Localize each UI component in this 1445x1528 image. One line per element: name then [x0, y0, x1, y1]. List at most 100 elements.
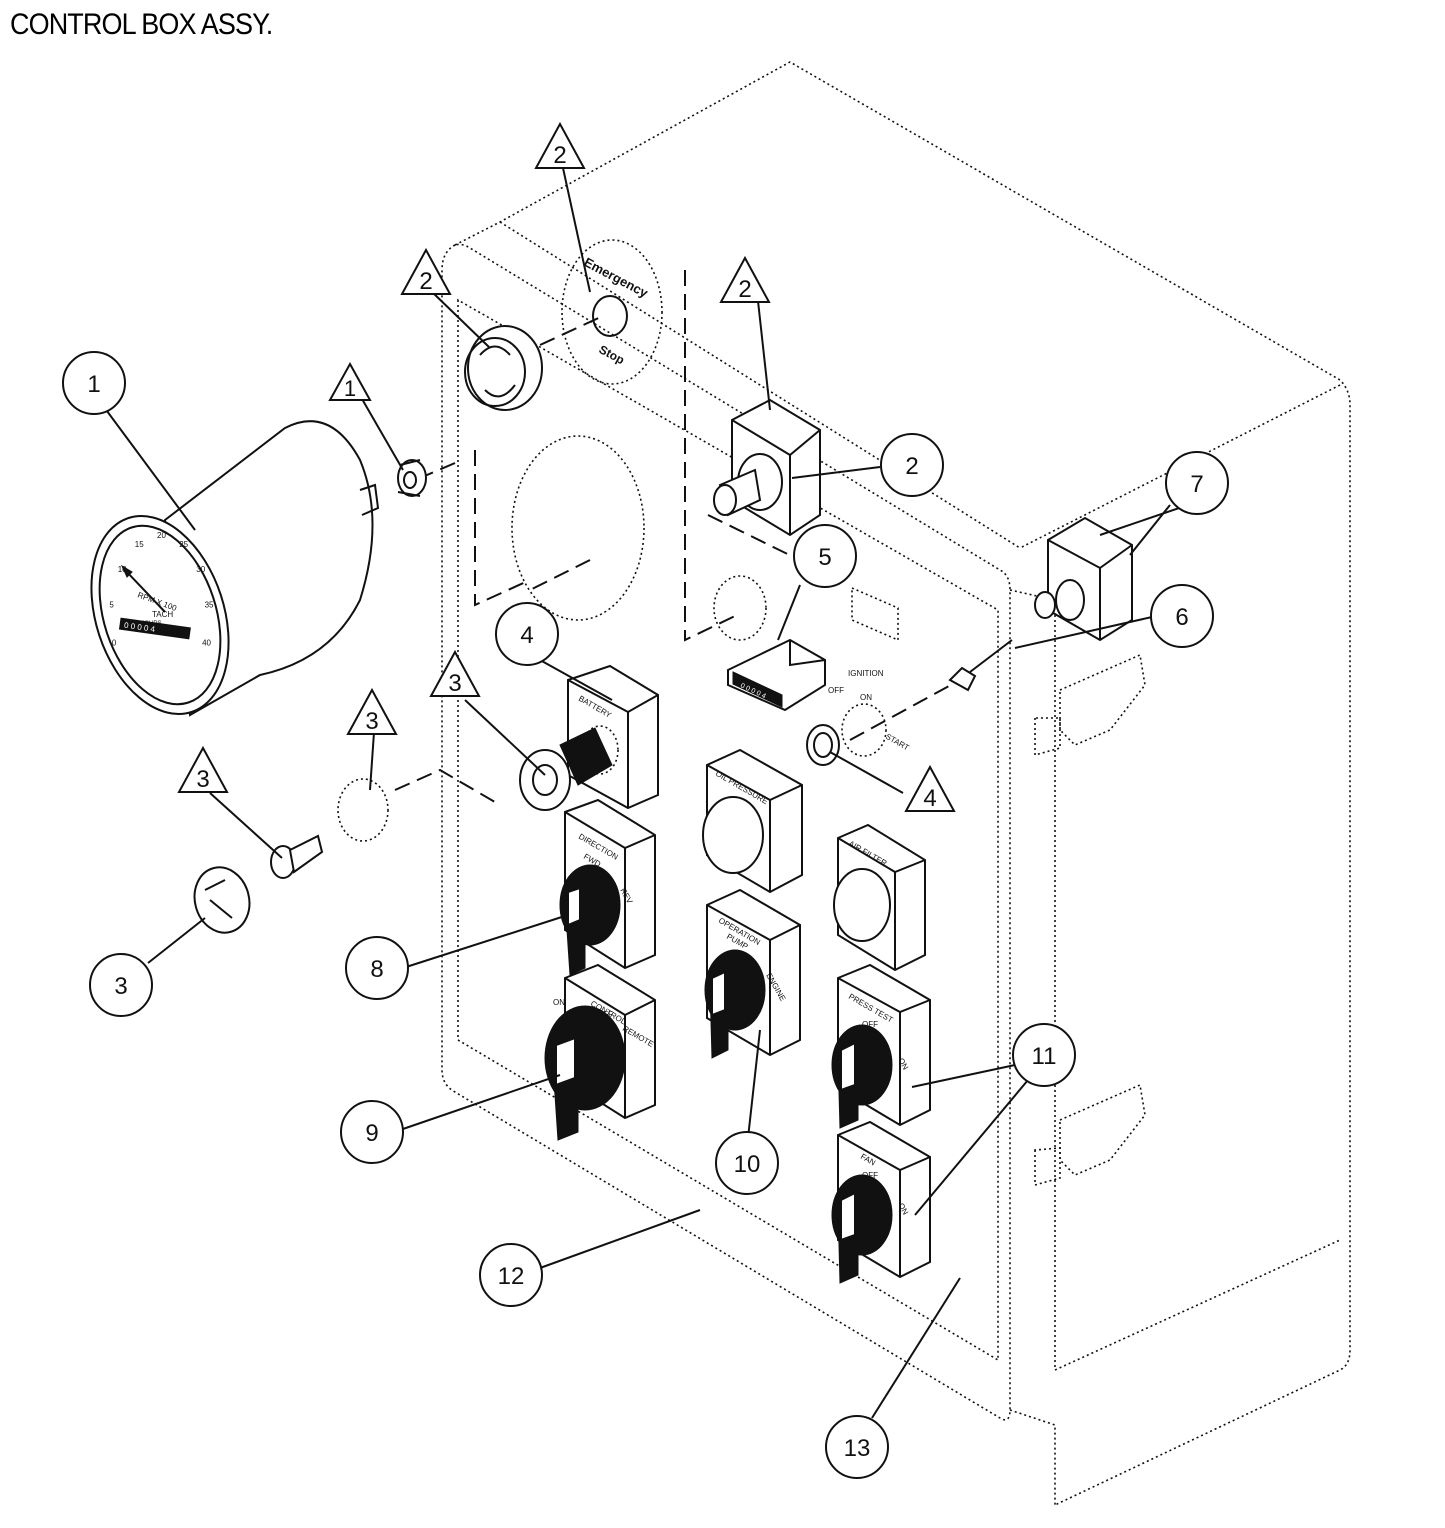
- lamp-lens: [193, 866, 251, 934]
- callout-9: 9: [340, 1100, 404, 1164]
- leader-lines: [103, 167, 1189, 1419]
- gauge-tick-label: 40: [202, 638, 211, 647]
- gauge-tick-label: 25: [179, 540, 188, 549]
- emergency-stop-legend: Emergency Stop: [561, 239, 663, 385]
- note-triangle-2b: 2: [400, 247, 452, 295]
- svg-text:4: 4: [520, 622, 533, 649]
- callout-6: 6: [1150, 584, 1214, 648]
- key-axis-line: [849, 679, 961, 741]
- callout-1: 1: [62, 351, 126, 415]
- operation-switch: OPERATION PUMP ENGINE: [704, 888, 801, 1059]
- svg-text:11: 11: [1032, 1043, 1057, 1070]
- control-off-label: OFF: [597, 1010, 613, 1019]
- gauge-tick-label: 10: [118, 565, 127, 574]
- stop-text: Stop: [597, 342, 627, 367]
- callout-7: 7: [1165, 451, 1229, 515]
- gauge-tick-label: 35: [205, 601, 214, 610]
- gauge-tick-label: 15: [135, 540, 144, 549]
- note-triangle-2a: 2: [534, 121, 586, 169]
- svg-text:2: 2: [419, 268, 432, 295]
- emergency-stop-button: [464, 325, 543, 411]
- gauge-tick-label: 30: [196, 565, 205, 574]
- callout-3: 3: [89, 953, 153, 1017]
- svg-text:3: 3: [114, 973, 127, 1000]
- gauge-tick-label: 20: [157, 531, 166, 540]
- door-latch-upper: [1034, 653, 1146, 757]
- switch-dash-line: [684, 270, 736, 642]
- note-triangle-1: 1: [328, 361, 372, 401]
- lamp-bulb: [270, 834, 324, 879]
- oil-pressure-indicator: OIL PRESSURE: [702, 748, 803, 894]
- ignition-label: IGNITION: [848, 669, 884, 678]
- callout-4: 4: [495, 602, 559, 666]
- press-test-switch: PRESS TEST OFF ON: [831, 963, 931, 1129]
- control-switch: CONTROL ON OFF REMOTE: [544, 963, 656, 1141]
- svg-text:9: 9: [365, 1120, 378, 1147]
- callout-5: 5: [793, 524, 857, 588]
- callout-13: 13: [825, 1415, 889, 1479]
- control-on-label: ON: [553, 998, 565, 1007]
- door-latch-lower: [1034, 1083, 1146, 1187]
- hours-digits: 0 0 0 0 4: [123, 621, 156, 634]
- note-triangle-4: 4: [904, 764, 956, 812]
- lock-switch-block: [1034, 516, 1133, 642]
- press-test-off-label: OFF: [862, 1020, 878, 1029]
- note-triangle-3b: 3: [346, 687, 398, 735]
- hours-label: HOURS: [140, 621, 162, 627]
- gauge-tick-label: 5: [109, 601, 114, 610]
- ignition-key: [948, 639, 1013, 692]
- hourmeter-cutout: [851, 586, 899, 642]
- diagram-title: CONTROL BOX ASSY.: [10, 8, 273, 41]
- note-triangle-3a: 3: [429, 649, 481, 697]
- ignition-start-label: START: [884, 732, 911, 753]
- svg-text:8: 8: [370, 956, 383, 983]
- fan-switch: FAN OFF ON: [831, 1120, 931, 1284]
- callout-2: 2: [880, 433, 944, 497]
- tachometer-gauge: RPM X 100 TACH HOURS 0 0 0 0 4 051015202…: [90, 420, 380, 717]
- svg-text:7: 7: [1190, 471, 1203, 498]
- fan-off-label: OFF: [862, 1171, 878, 1180]
- hour-meter: 0 0 0 0 4: [727, 638, 826, 712]
- svg-text:10: 10: [734, 1151, 761, 1178]
- gauge-center-line: [529, 559, 591, 591]
- ignition-off-label: OFF: [828, 686, 844, 695]
- svg-text:3: 3: [196, 766, 209, 793]
- svg-text:5: 5: [818, 544, 831, 571]
- svg-text:2: 2: [553, 142, 566, 169]
- emergency-text: Emergency: [582, 254, 652, 301]
- gauge-tick-label: 0: [112, 638, 117, 647]
- svg-text:3: 3: [365, 708, 378, 735]
- direction-switch: DIRECTION FWD REV: [559, 798, 656, 976]
- svg-text:1: 1: [87, 371, 100, 398]
- callout-8: 8: [345, 936, 409, 1000]
- callout-12: 12: [479, 1243, 543, 1307]
- switch-block: [713, 398, 821, 537]
- enclosure-body: [454, 61, 1351, 1506]
- svg-text:6: 6: [1175, 604, 1188, 631]
- svg-text:12: 12: [498, 1263, 525, 1290]
- air-filter-indicator: AIR FILTER: [833, 823, 926, 972]
- mounting-nut: [397, 459, 427, 497]
- small-cutout: [713, 575, 767, 641]
- tach-label: TACH: [152, 610, 173, 619]
- callout-10: 10: [715, 1131, 779, 1195]
- lamp-gasket: [337, 778, 389, 842]
- svg-text:4: 4: [923, 785, 936, 812]
- battery-indicator: BATTERY: [519, 664, 659, 811]
- svg-text:2: 2: [738, 276, 751, 303]
- ignition-cutout: [841, 703, 887, 757]
- callout-11: 11: [1012, 1023, 1076, 1087]
- svg-text:1: 1: [344, 376, 356, 401]
- gauge-dash-line: [474, 450, 531, 607]
- ignition-on-label: ON: [860, 693, 872, 702]
- svg-text:13: 13: [844, 1435, 871, 1462]
- gauge-cutout: [511, 435, 645, 621]
- gauge-tick-labels: 0 5 10 15 20 25 30 35 40: [109, 531, 214, 647]
- ignition-nut: [806, 724, 840, 766]
- note-triangle-3c: 3: [177, 745, 229, 793]
- lamp-dash-line: [394, 768, 501, 806]
- estop-axis-line: [539, 314, 606, 346]
- svg-text:3: 3: [448, 670, 461, 697]
- note-triangle-2c: 2: [719, 255, 771, 303]
